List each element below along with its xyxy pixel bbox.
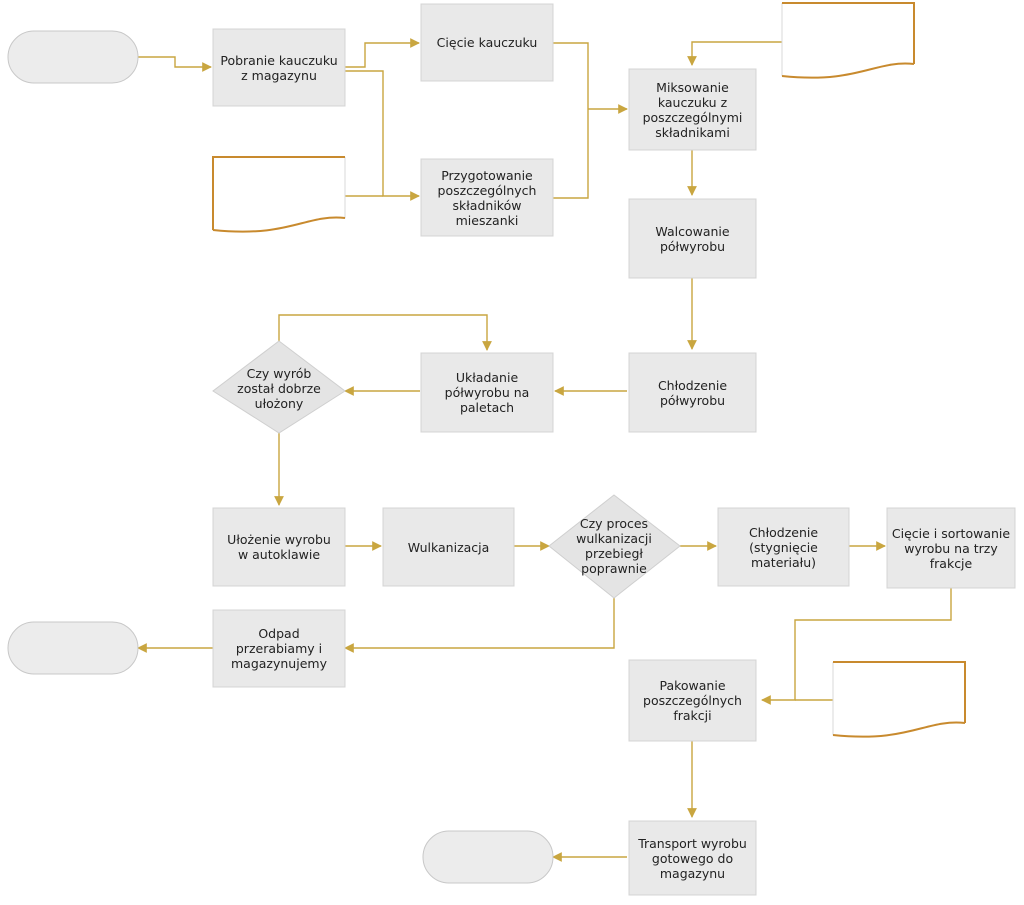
arrow-decision-loop-back (278, 314, 492, 351)
decision-czy-proces-shape (548, 494, 681, 599)
document-shape-recipe (781, 2, 915, 79)
end-terminal-transport (422, 830, 554, 884)
end-terminal-waste (7, 621, 139, 675)
decisions (212, 340, 681, 599)
process-walcowanie-box (628, 198, 757, 279)
process-pobranie-box (212, 28, 346, 107)
arrow-document-to-miksowanie (687, 41, 782, 66)
arrow-sortowanie-to-pakowanie (761, 588, 952, 705)
arrow-pobranie-to-przygotowanie (345, 70, 420, 201)
process-odpad-box (212, 609, 346, 688)
process-ulozenie-box (212, 507, 346, 587)
process-ukladanie-box (420, 352, 554, 433)
process-ciecie-box (420, 3, 554, 82)
decision-czy-wyrob-shape (212, 340, 346, 434)
process-przygotowanie-box (420, 158, 554, 237)
process-miksowanie-box (628, 68, 757, 151)
arrow-start-to-pobranie (138, 56, 212, 72)
terminals (7, 30, 554, 884)
process-pakowanie-box (628, 659, 757, 742)
documents (212, 2, 966, 738)
document-shape-packaging (832, 661, 966, 738)
process-chlodzenie-polwyrobu-box (628, 352, 757, 433)
process-boxes (212, 3, 1016, 896)
process-ciecie-sortowanie-box (886, 507, 1016, 589)
process-chlodzenie-stygniecie-box (717, 507, 850, 587)
arrow-decision-to-odpad (344, 598, 615, 653)
arrow-pobranie-to-ciecie (345, 38, 420, 68)
process-transport-box (628, 820, 757, 896)
connectors (137, 38, 952, 862)
process-wulkanizacja-box (382, 507, 515, 587)
start-terminal (7, 30, 139, 84)
line-ciecie-to-merge (553, 42, 589, 199)
document-shape-raw-materials (212, 156, 346, 233)
